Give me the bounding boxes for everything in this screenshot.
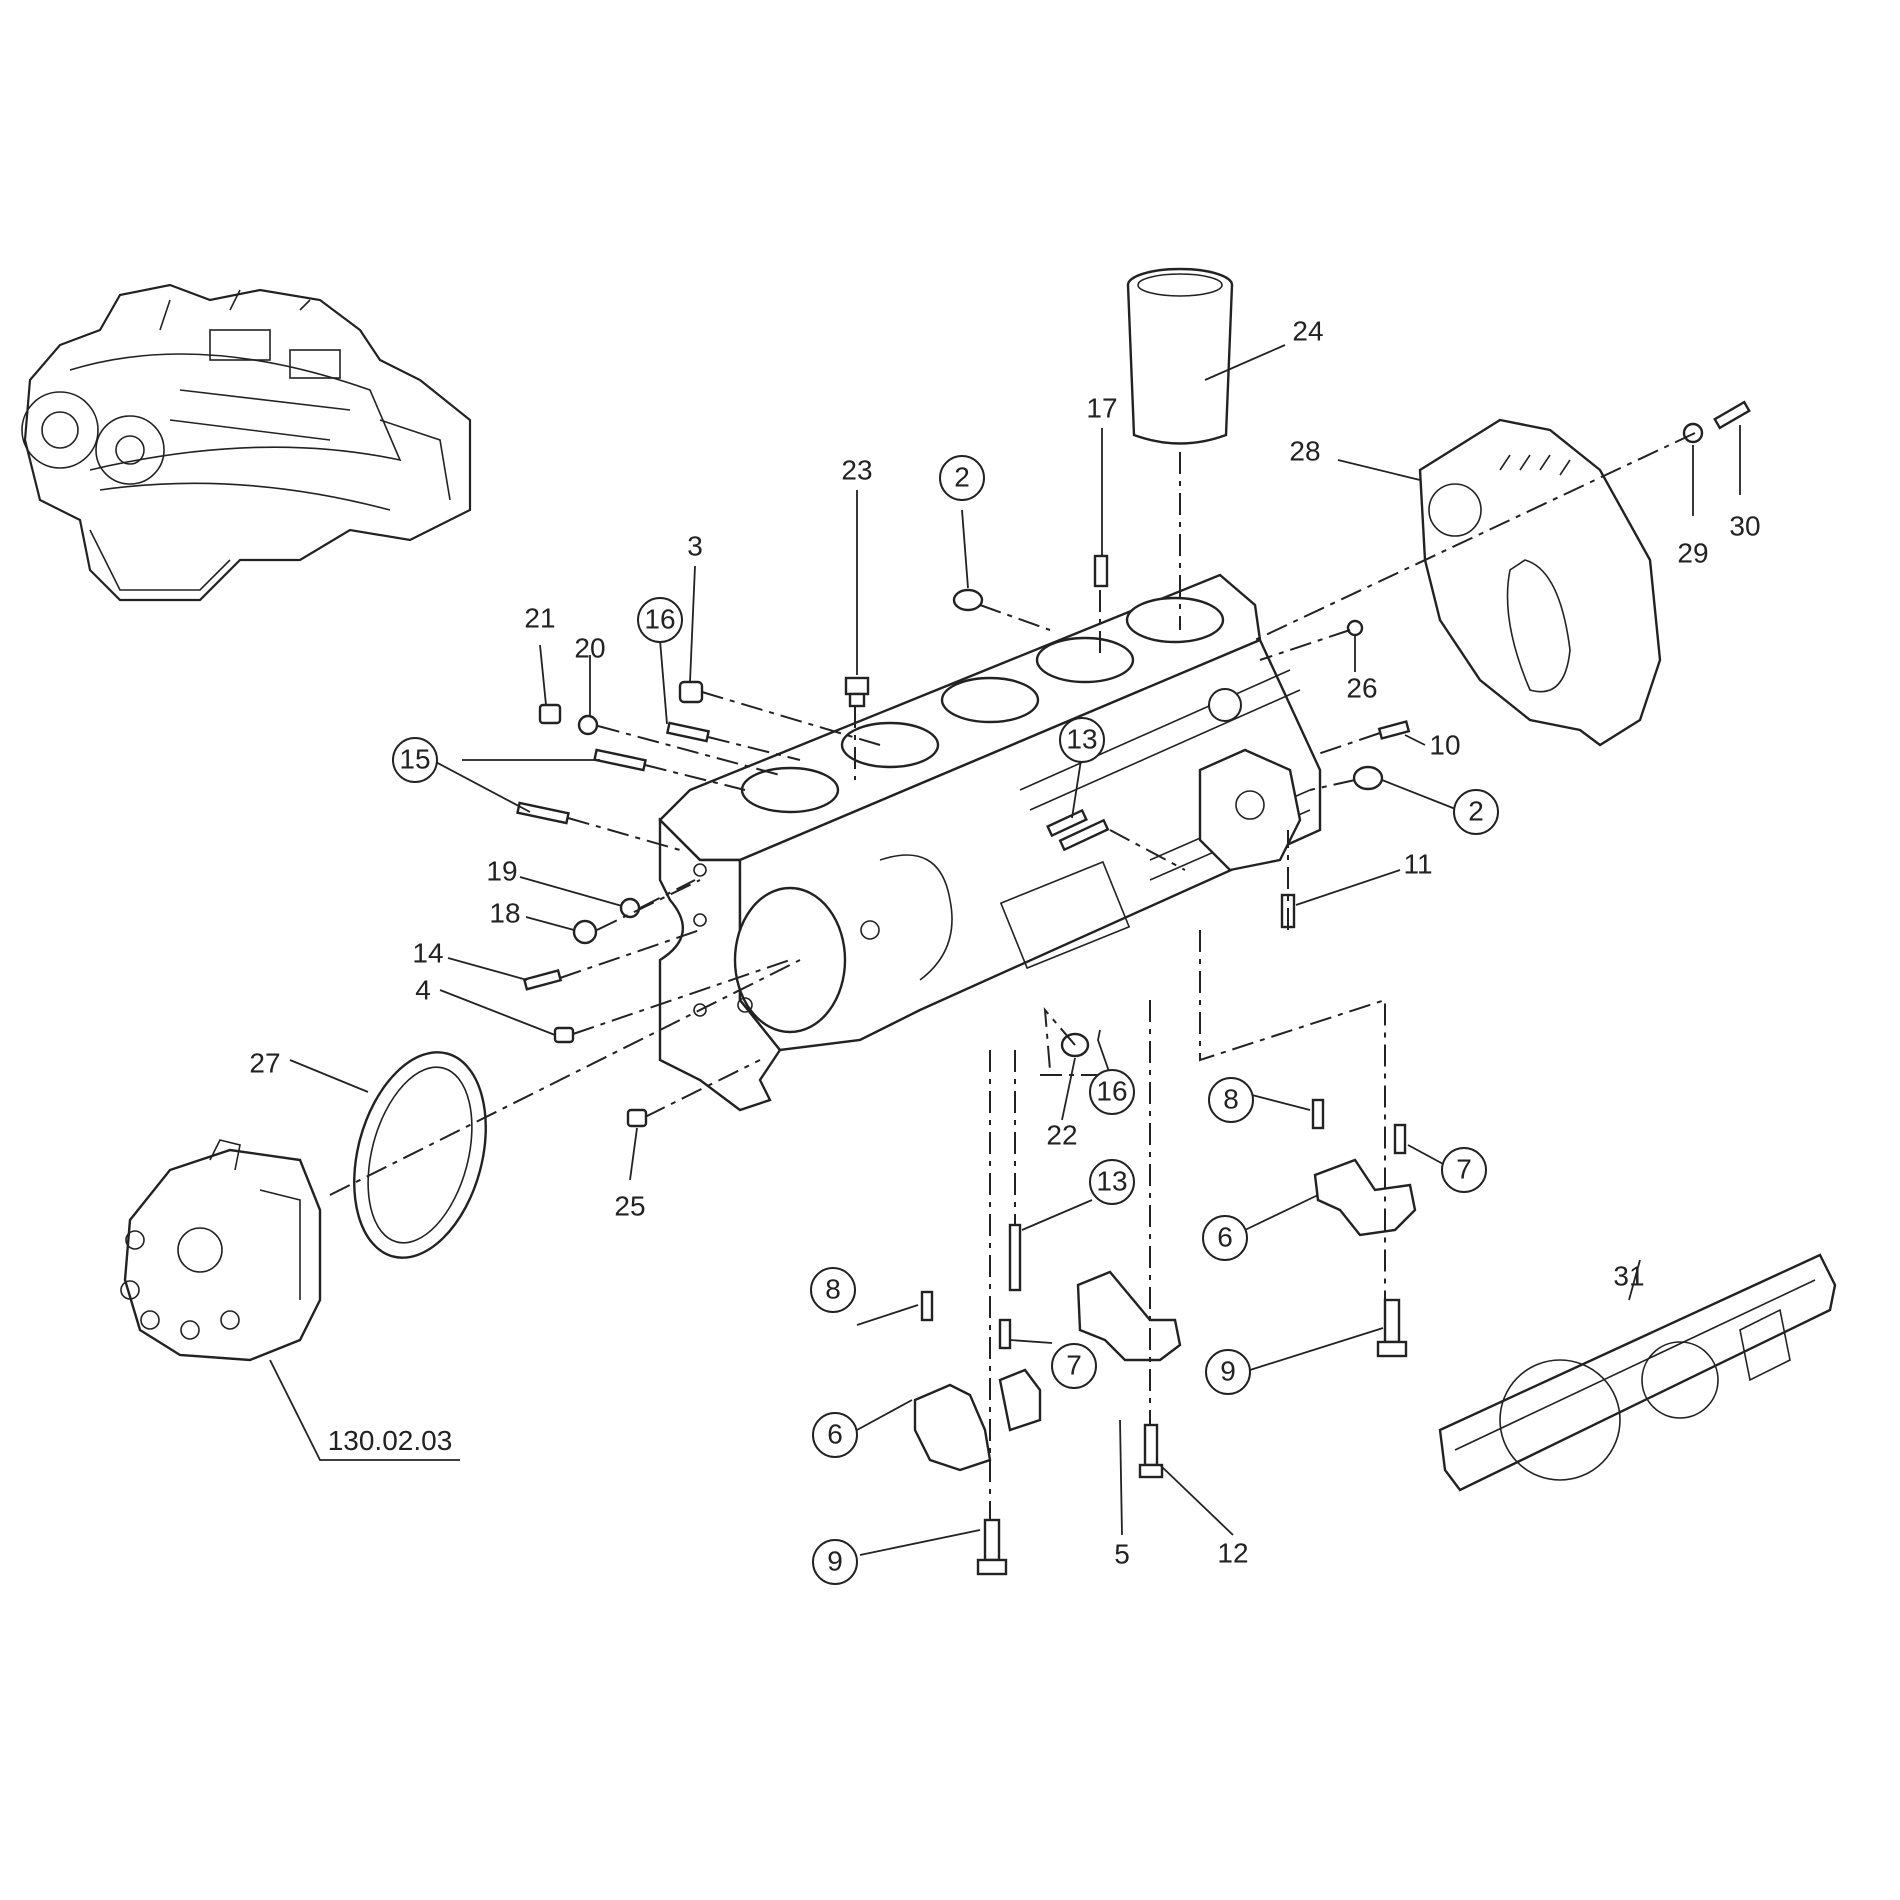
callout-19: 19 (486, 855, 517, 886)
callout-13-lower: 13 (1096, 1165, 1127, 1196)
callout-26: 26 (1346, 672, 1377, 703)
callout-labels: 24 17 23 2 28 29 30 3 21 20 16 26 10 15 … (249, 315, 1760, 1576)
callout-2-top: 2 (954, 461, 970, 492)
callout-17: 17 (1086, 392, 1117, 423)
callout-8-left: 8 (825, 1273, 841, 1304)
callout-30: 30 (1729, 510, 1760, 541)
callout-20: 20 (574, 632, 605, 663)
callout-16-lower: 16 (1096, 1075, 1127, 1106)
callout-27: 27 (249, 1047, 280, 1078)
callout-22: 22 (1046, 1119, 1077, 1150)
gear-housing (120, 1139, 322, 1362)
callout-13-top: 13 (1066, 723, 1097, 754)
cylinder-liner (1126, 267, 1234, 445)
callout-9-right: 9 (1220, 1355, 1236, 1386)
front-gasket (353, 1051, 487, 1259)
callout-18: 18 (489, 897, 520, 928)
callout-circles (392, 455, 1499, 1585)
callout-14: 14 (412, 937, 443, 968)
callout-31: 31 (1613, 1260, 1644, 1291)
callout-11: 11 (1403, 848, 1432, 879)
callout-10: 10 (1429, 729, 1460, 760)
bearing-cap-center (1076, 1270, 1182, 1362)
engine-block (658, 573, 1322, 1112)
callout-3: 3 (687, 530, 703, 561)
callout-16-top: 16 (644, 603, 675, 634)
callout-24: 24 (1292, 315, 1323, 346)
callout-15: 15 (399, 743, 430, 774)
bearing-cap-right (1313, 1158, 1417, 1237)
callout-28: 28 (1289, 435, 1320, 466)
callout-4: 4 (415, 974, 431, 1005)
callout-29: 29 (1677, 537, 1708, 568)
bearing-cap-left (913, 1368, 1042, 1472)
reference-code: 130.02.03 (328, 1425, 453, 1456)
assembly-lines (329, 432, 1696, 1520)
callout-8-right: 8 (1223, 1083, 1239, 1114)
callout-7-right: 7 (1456, 1153, 1472, 1184)
rear-plate (1418, 418, 1662, 747)
callout-9-left: 9 (827, 1545, 843, 1576)
side-gasket (1438, 1253, 1837, 1492)
engine-thumbnail (21, 283, 472, 602)
callout-6-right: 6 (1217, 1221, 1233, 1252)
callout-12: 12 (1217, 1537, 1248, 1568)
callout-5: 5 (1114, 1538, 1130, 1569)
callout-21: 21 (524, 602, 555, 633)
callout-2-right: 2 (1468, 795, 1484, 826)
callout-23: 23 (841, 454, 872, 485)
leader-lines (269, 344, 1741, 1556)
callout-6-left: 6 (827, 1418, 843, 1449)
callout-25: 25 (614, 1190, 645, 1221)
callout-7-left: 7 (1066, 1349, 1082, 1380)
